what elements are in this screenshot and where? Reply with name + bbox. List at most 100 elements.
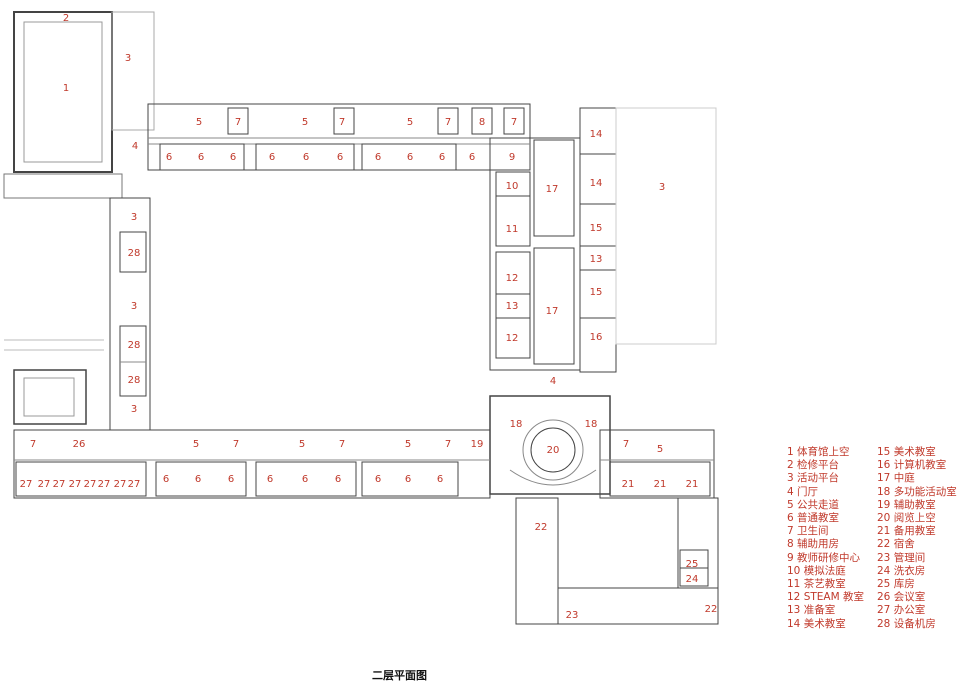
room-number-label: 18: [510, 419, 523, 430]
legend-item: 4 门厅: [787, 485, 819, 498]
room-number-label: 7: [235, 117, 241, 128]
room-number-label: 5: [405, 439, 411, 450]
room-number-label: 3: [125, 53, 131, 64]
legend-item: 2 检修平台: [787, 459, 840, 472]
room-number-label: 6: [439, 152, 445, 163]
legend-item: 22 宿舍: [877, 538, 915, 551]
legend-item: 14 美术教室: [787, 617, 846, 630]
legend-item: 15 美术教室: [877, 446, 936, 458]
legend-item: 12 STEAM 教室: [787, 591, 864, 604]
plan-caption: 二层平面图: [372, 669, 427, 682]
room-number-label: 3: [131, 301, 137, 312]
room-number-label: 27: [84, 479, 97, 490]
room-number-label: 5: [196, 117, 202, 128]
legend-item: 28 设备机房: [877, 617, 936, 630]
room-number-label: 10: [506, 181, 519, 192]
room-number-label: 28: [128, 248, 141, 259]
room-number-label: 6: [375, 474, 381, 485]
room-number-label: 11: [506, 224, 519, 235]
room-number-label: 15: [590, 223, 603, 234]
room-number-label: 27: [114, 479, 127, 490]
room-number-label: 13: [590, 254, 603, 265]
room-number-label: 6: [375, 152, 381, 163]
room-number-label: 1: [63, 83, 69, 94]
room-number-label: 6: [303, 152, 309, 163]
room-number-label: 6: [269, 152, 275, 163]
room-number-label: 6: [405, 474, 411, 485]
room-number-label: 26: [73, 439, 86, 450]
room-number-label: 15: [590, 287, 603, 298]
room-number-label: 12: [506, 333, 519, 344]
room-number-label: 6: [230, 152, 236, 163]
room-number-label: 6: [302, 474, 308, 485]
room-number-label: 24: [686, 574, 699, 585]
room-number-label: 25: [686, 559, 699, 570]
legend-item: 27 办公室: [877, 604, 926, 617]
room-number-label: 7: [233, 439, 239, 450]
room-number-label: 28: [128, 340, 141, 351]
legend-item: 1 体育馆上空: [787, 446, 850, 458]
legend-item: 17 中庭: [877, 472, 915, 485]
room-number-label: 4: [132, 141, 138, 152]
legend-item: 13 准备室: [787, 604, 836, 617]
room-number-label: 5: [193, 439, 199, 450]
legend-item: 11 茶艺教室: [787, 578, 846, 591]
room-number-label: 27: [53, 479, 66, 490]
legend-item: 3 活动平台: [787, 472, 840, 485]
room-number-label: 28: [128, 375, 141, 386]
room-number-label: 6: [337, 152, 343, 163]
room-number-label: 27: [98, 479, 111, 490]
room-number-label: 6: [469, 152, 475, 163]
room-number-label: 7: [339, 117, 345, 128]
room-number-label: 5: [407, 117, 413, 128]
legend-item: 10 模拟法庭: [787, 564, 846, 577]
legend-item: 19 辅助教室: [877, 498, 936, 511]
legend-item: 20 阅览上空: [877, 512, 936, 525]
room-number-label: 6: [228, 474, 234, 485]
legend-item: 24 洗衣房: [877, 564, 926, 577]
room-number-label: 3: [131, 404, 137, 415]
room-number-label: 7: [445, 439, 451, 450]
room-number-label: 16: [590, 332, 603, 343]
room-number-label: 13: [506, 301, 519, 312]
room-number-label: 5: [657, 444, 663, 455]
room-number-label: 27: [128, 479, 141, 490]
room-number-label: 3: [659, 182, 665, 193]
room-number-label: 6: [198, 152, 204, 163]
room-number-label: 19: [471, 439, 484, 450]
room-number-label: 7: [30, 439, 36, 450]
room-number-label: 14: [590, 129, 603, 140]
room-number-label: 6: [407, 152, 413, 163]
room-number-label: 6: [437, 474, 443, 485]
legend-column-1: 1 体育馆上空 2 检修平台 3 活动平台 4 门厅 5 公共走道 6 普通教室…: [787, 446, 864, 631]
room-number-label: 17: [546, 184, 559, 195]
room-number-label: 6: [267, 474, 273, 485]
legend-item: 7 卫生间: [787, 525, 829, 538]
legend-item: 26 会议室: [877, 591, 926, 604]
legend-item: 25 库房: [877, 578, 915, 591]
room-number-label: 17: [546, 306, 559, 317]
building-outline: [3, 11, 719, 625]
room-number-label: 3: [131, 212, 137, 223]
room-number-label: 27: [20, 479, 33, 490]
room-number-label: 21: [686, 479, 699, 490]
room-number-label: 2: [63, 13, 69, 24]
legend-item: 9 教师研修中心: [787, 551, 861, 564]
legend-item: 8 辅助用房: [787, 538, 840, 551]
room-number-label: 7: [339, 439, 345, 450]
room-number-label: 6: [195, 474, 201, 485]
room-number-label: 8: [479, 117, 485, 128]
room-number-label: 20: [547, 445, 560, 456]
room-number-label: 21: [654, 479, 667, 490]
room-number-label: 12: [506, 273, 519, 284]
room-number-label: 7: [511, 117, 517, 128]
room-number-label: 27: [38, 479, 51, 490]
legend-item: 23 管理间: [877, 551, 926, 564]
legend-item: 16 计算机教室: [877, 459, 947, 472]
room-number-label: 22: [705, 604, 718, 615]
room-number-label: 6: [163, 474, 169, 485]
room-number-label: 23: [566, 610, 579, 621]
legend-item: 5 公共走道: [787, 498, 840, 511]
room-number-label: 5: [302, 117, 308, 128]
room-number-label: 22: [535, 522, 548, 533]
